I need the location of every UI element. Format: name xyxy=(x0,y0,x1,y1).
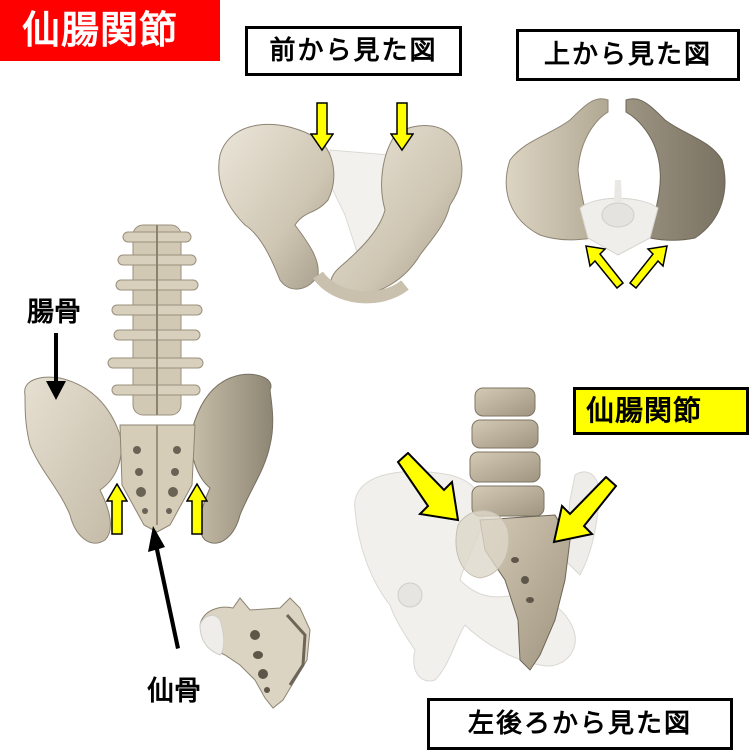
isolated-sacrum-figure xyxy=(195,590,320,710)
top-view-label: 上から見た図 xyxy=(516,29,740,81)
top-view-pelvis-figure xyxy=(500,90,730,290)
ilium-label: 腸骨 xyxy=(27,297,81,328)
left-posterior-arrow-left-icon xyxy=(396,452,462,524)
left-posterior-view-figure xyxy=(340,380,630,690)
front-view-arrow-left-icon xyxy=(310,102,334,152)
posterior-view-arrow-left-icon xyxy=(106,483,128,535)
sacrum-label: 仙骨 xyxy=(147,676,201,707)
page-title: 仙腸関節 xyxy=(0,0,220,61)
front-view-label: 前から見た図 xyxy=(245,26,462,76)
posterior-view-arrow-right-icon xyxy=(186,483,208,535)
left-posterior-arrow-right-icon xyxy=(550,476,618,544)
posterior-view-pelvis-figure xyxy=(20,220,280,560)
top-view-arrow-left-icon xyxy=(583,243,625,289)
top-view-arrow-right-icon xyxy=(628,243,670,289)
sacrum-pointer-arrow-icon xyxy=(143,525,183,650)
ilium-pointer-arrow-icon xyxy=(44,333,68,401)
sacroiliac-joint-badge: 仙腸関節 xyxy=(573,387,749,435)
left-posterior-view-label: 左後ろから見た図 xyxy=(427,698,733,750)
front-view-arrow-right-icon xyxy=(390,102,414,152)
